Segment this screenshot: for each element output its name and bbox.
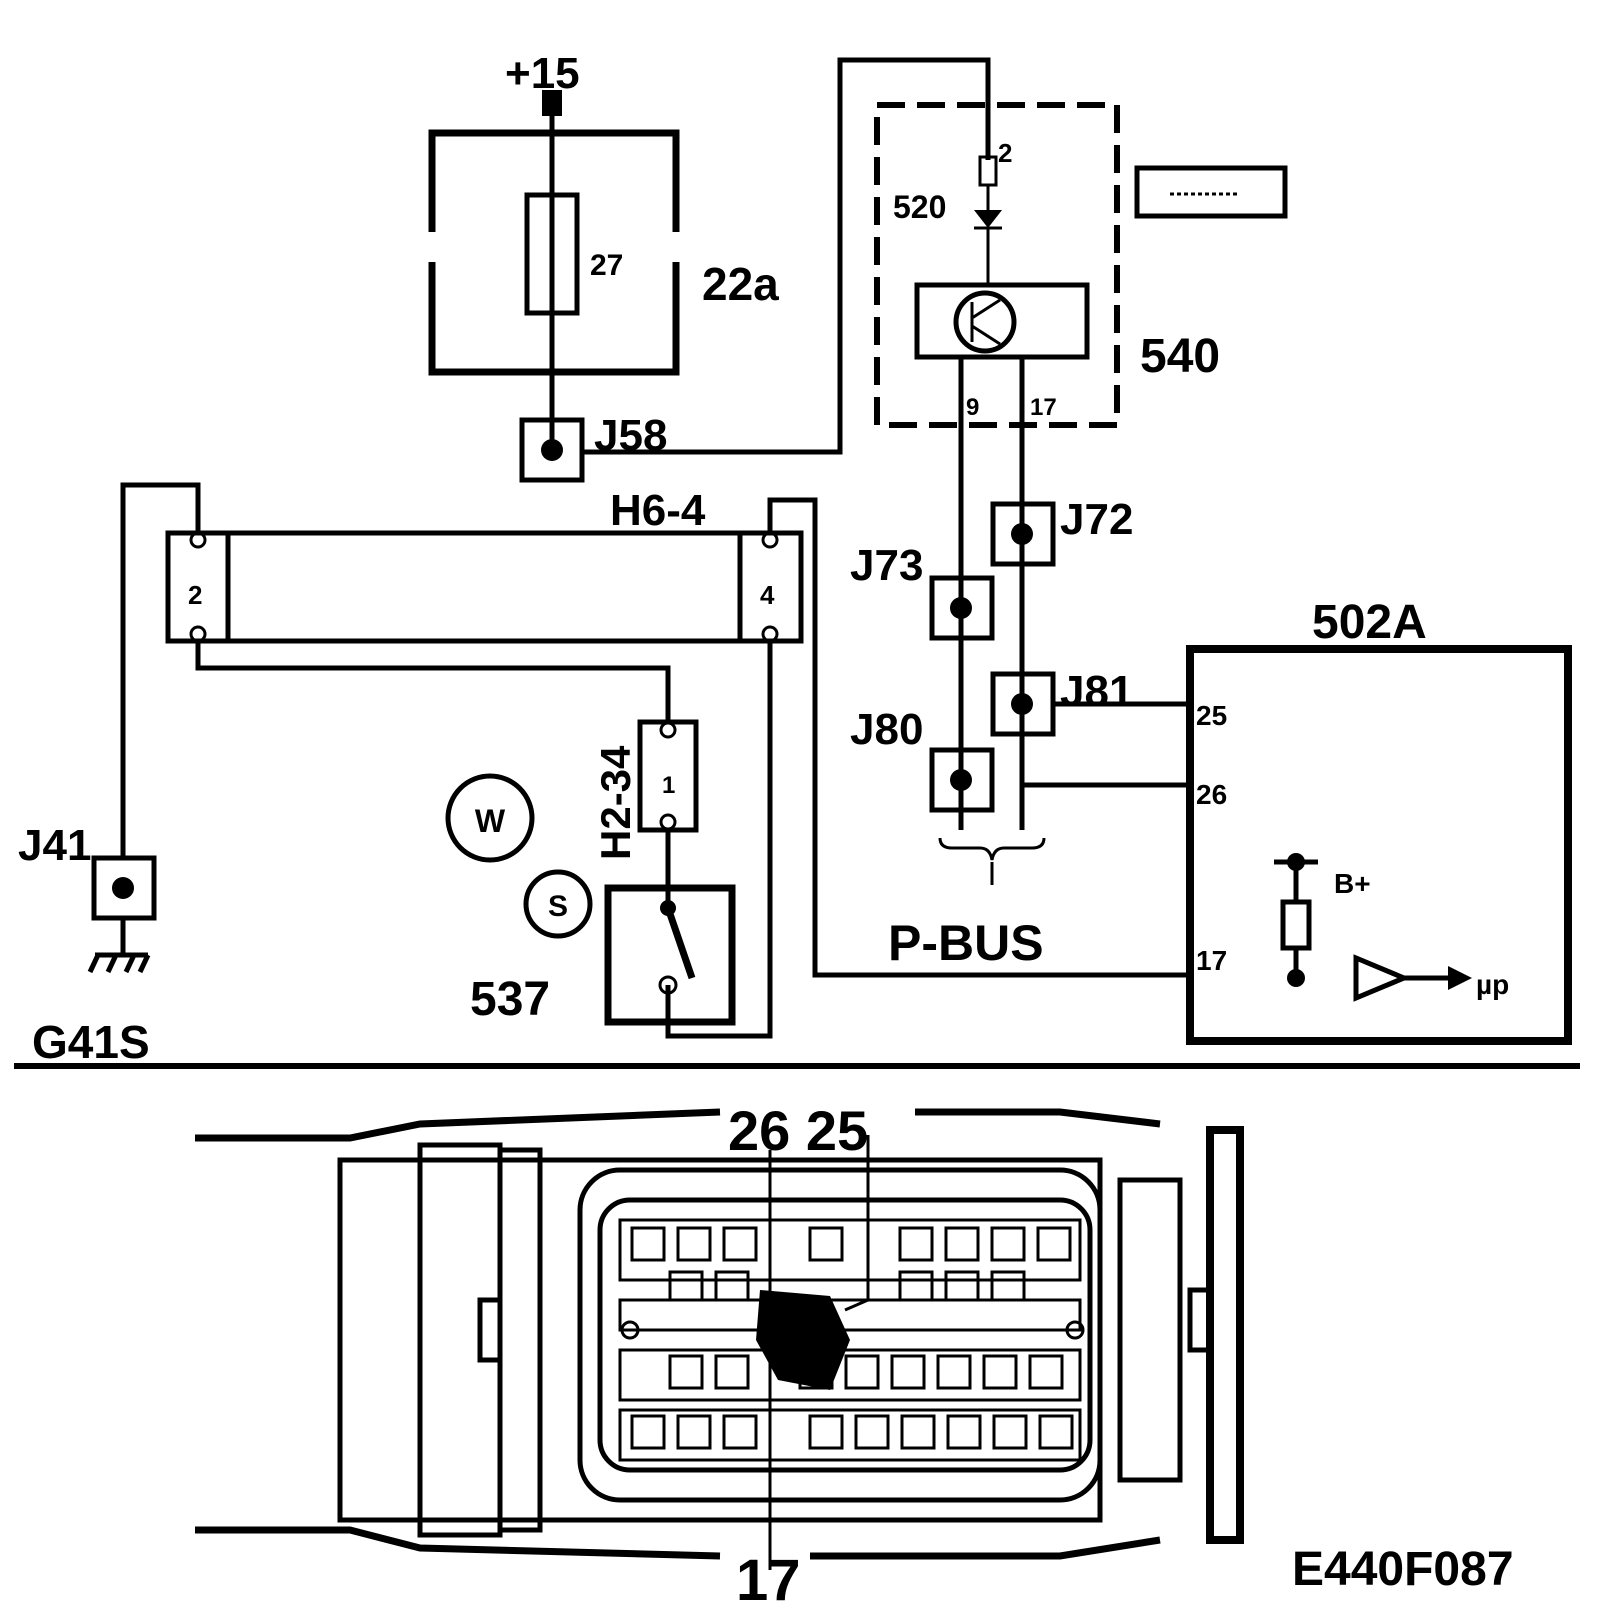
bplus-label: B+	[1334, 868, 1371, 899]
module-502a-label: 502A	[1312, 596, 1427, 649]
connector-j80-label: J80	[850, 705, 923, 754]
connector-j72-label: J72	[1060, 495, 1133, 544]
connector-bottom-pin-label: 17	[736, 1548, 801, 1613]
connector-j73-label: J73	[850, 541, 923, 590]
micro-label: µp	[1476, 969, 1509, 1000]
fuse-box-22a: +15 27 22a	[428, 49, 779, 440]
h2-pin-label: 1	[662, 772, 675, 799]
p-bus-brace: P-BUS	[888, 837, 1046, 971]
module-tag-box	[1134, 165, 1288, 219]
switch-label: 537	[470, 973, 550, 1026]
figure-id: E440F087	[1292, 1543, 1514, 1596]
fuse-number: 27	[590, 249, 623, 282]
connector-h6-label: H6-4	[610, 486, 706, 535]
connector-j80: J80	[850, 705, 1190, 813]
symbol-w-label: W	[475, 803, 506, 839]
connector-j41-label: J41	[18, 821, 91, 870]
connector-j41: J41	[18, 821, 157, 974]
symbol-s-label: S	[548, 890, 568, 923]
h6-pin-left-label: 2	[188, 580, 202, 610]
connector-h2-34: 1 H2-34	[592, 719, 699, 860]
connector-j73: J73	[850, 541, 995, 641]
module-540: 2 520 540 9 17	[874, 102, 1220, 830]
pin-grid	[618, 1218, 1085, 1462]
p-bus-label: P-BUS	[888, 915, 1044, 971]
resistor-pin-label: 2	[998, 138, 1012, 168]
connector-j58: J58	[519, 57, 991, 483]
ground-icon	[87, 952, 151, 974]
pin-17-top-label: 17	[1030, 394, 1057, 421]
supply-label: +15	[505, 49, 580, 98]
led-label: 520	[893, 189, 946, 225]
connector-j81-label: J81	[1060, 667, 1133, 716]
symbol-w-icon: W	[445, 773, 535, 863]
symbol-s-icon: S	[523, 869, 593, 939]
pin-17-label: 17	[1196, 945, 1227, 976]
connector-drawing: 26 25 17	[195, 1099, 1244, 1613]
connector-h6-4: 2 4 H6-4	[165, 486, 804, 644]
connector-j81: J81	[990, 667, 1190, 737]
h6-pin-right-label: 4	[760, 580, 775, 610]
connector-top-pins-label: 26 25	[728, 1099, 868, 1162]
pin-25-label: 25	[1196, 700, 1227, 731]
module-540-label: 540	[1140, 330, 1220, 383]
connector-h2-label: H2-34	[592, 745, 639, 860]
switch-537: 537	[470, 830, 736, 1026]
pin-26-label: 26	[1196, 779, 1227, 810]
connector-j72: J72	[990, 495, 1133, 567]
ground-label: G41S	[32, 1016, 150, 1068]
module-502a: 502A 25 26 17 B+ µp	[1186, 596, 1572, 1045]
fuse-box-label: 22a	[702, 258, 779, 310]
pin-9-label: 9	[966, 394, 979, 421]
